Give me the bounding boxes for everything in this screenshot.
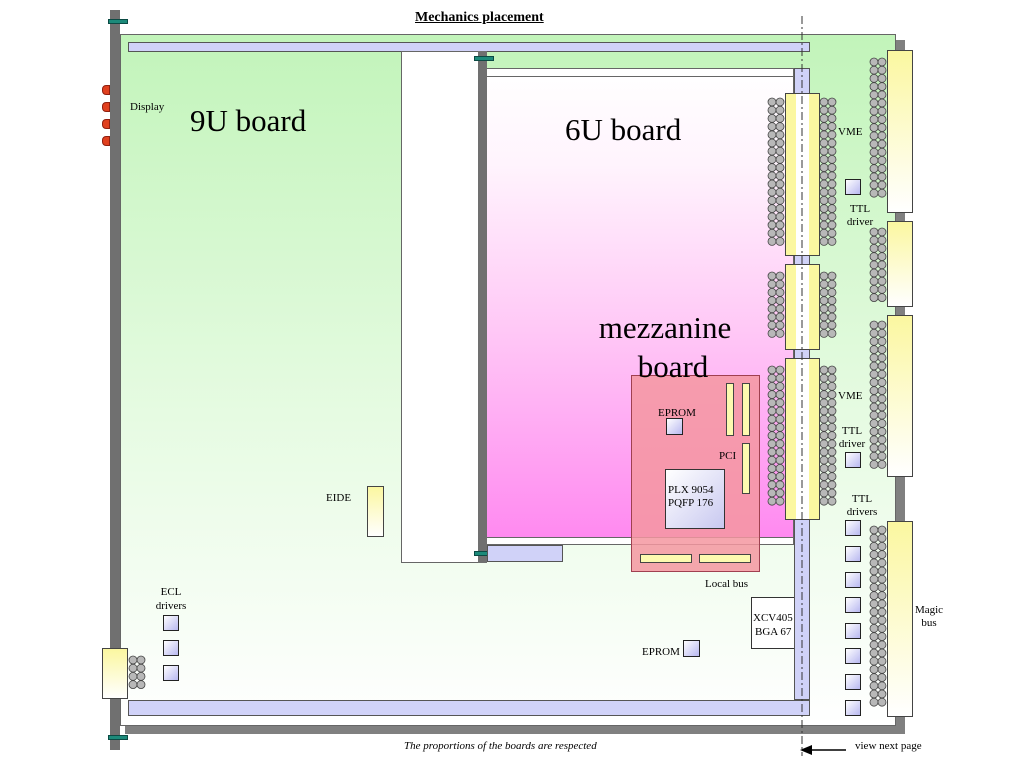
view-next-arrow-head: [800, 745, 812, 755]
display-led-2: [102, 102, 110, 112]
pin: [775, 328, 785, 338]
pci-label: PCI: [719, 450, 737, 462]
pin: [827, 496, 837, 506]
pin: [136, 680, 146, 689]
pin: [877, 697, 887, 707]
ecl-driver-chip-1: [163, 615, 179, 631]
pci-connector-2: [742, 383, 750, 436]
view-next-page-link[interactable]: view next page: [855, 740, 922, 752]
ttl-driver-mid-line1: TTL: [841, 425, 863, 437]
pin: [827, 328, 837, 338]
pci-connector-3: [742, 443, 750, 494]
magic-bus-line2: bus: [921, 617, 937, 629]
eprom-bottom-label: EPROM: [642, 646, 680, 658]
display-led-3: [102, 119, 110, 129]
ecl-driver-chip-3: [163, 665, 179, 681]
ttl-drivers-chip-5: [845, 623, 861, 639]
ttl-driver-mid-chip: [845, 452, 861, 468]
diagram-title: Mechanics placement: [415, 10, 544, 25]
rear-connector-3: [887, 315, 913, 477]
front-panel-clip-bottom: [108, 735, 128, 740]
mezzanine-label-line2: board: [637, 349, 709, 384]
pin: [877, 459, 887, 469]
xcv-label-line2: BGA 67: [755, 626, 792, 638]
magic-bus-line1: Magic: [914, 604, 944, 616]
board-6u-rail: [478, 51, 487, 563]
front-panel-clip-top: [108, 19, 128, 24]
ttl-drivers-chip-8: [845, 700, 861, 716]
ttl-drivers-chip-1: [845, 520, 861, 536]
vme-mid-label: VME: [838, 390, 863, 402]
plx-chip: [665, 469, 725, 529]
ecl-driver-chip-2: [163, 640, 179, 656]
board-6u-bottom-tab: [487, 545, 563, 562]
eprom-mezz-chip: [666, 418, 683, 435]
bottom-bus-bar: [128, 700, 810, 716]
ecl-label-line2: drivers: [155, 600, 187, 612]
local-bus-connector-2: [699, 554, 751, 563]
board-holder-frame: [401, 51, 479, 563]
pin: [877, 188, 887, 198]
ttl-drivers-line1: TTL: [851, 493, 873, 505]
proportions-note: The proportions of the boards are respec…: [404, 740, 597, 752]
plx-label-line1: PLX 9054: [668, 484, 714, 496]
pin: [877, 293, 887, 303]
mezzanine-label-line1: mezzanine: [598, 310, 732, 345]
front-panel-rail: [110, 10, 120, 750]
ttl-drivers-line2: drivers: [846, 506, 878, 518]
vme-top-label: VME: [838, 126, 863, 138]
front-panel-connector: [102, 648, 128, 699]
eide-connector: [367, 486, 384, 537]
board-6u-clip-top: [474, 56, 494, 61]
rear-connector-2: [887, 221, 913, 307]
eide-label: EIDE: [326, 492, 352, 504]
xcv-label-line1: XCV405: [753, 612, 793, 624]
pin: [775, 496, 785, 506]
pin: [775, 236, 785, 246]
board-9u-label: 9U board: [190, 103, 307, 138]
pin: [827, 236, 837, 246]
pci-connector-1: [726, 383, 734, 436]
local-bus-connector-1: [640, 554, 692, 563]
ttl-driver-top-line1: TTL: [849, 203, 871, 215]
ttl-drivers-chip-6: [845, 648, 861, 664]
rear-connector-1: [887, 50, 913, 213]
ttl-driver-mid-line2: driver: [838, 438, 866, 450]
board-6u-label: 6U board: [565, 112, 682, 147]
ttl-drivers-chip-2: [845, 546, 861, 562]
eprom-mezz-label: EPROM: [658, 407, 696, 419]
ttl-drivers-chip-3: [845, 572, 861, 588]
display-label: Display: [130, 101, 165, 113]
display-led-4: [102, 136, 110, 146]
ttl-drivers-chip-7: [845, 674, 861, 690]
local-bus-label: Local bus: [705, 578, 749, 590]
plx-label-line2: PQFP 176: [668, 497, 714, 509]
eprom-bottom-chip: [683, 640, 700, 657]
magic-bus-connector: [887, 521, 913, 717]
ecl-label-line1: ECL: [160, 586, 182, 598]
ttl-driver-top-chip: [845, 179, 861, 195]
display-led-1: [102, 85, 110, 95]
ttl-driver-top-line2: driver: [846, 216, 874, 228]
ttl-drivers-chip-4: [845, 597, 861, 613]
